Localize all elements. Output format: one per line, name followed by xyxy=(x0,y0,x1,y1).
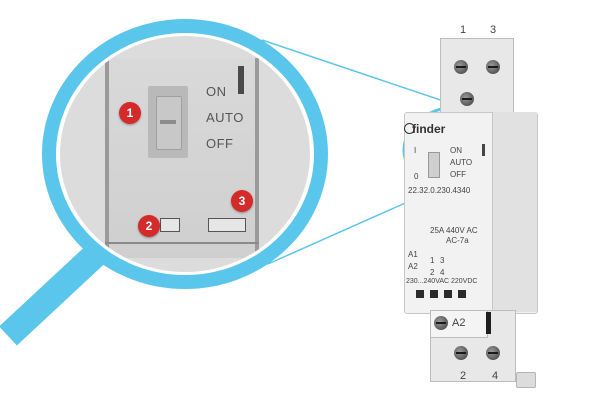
inset-frame-left xyxy=(105,58,109,258)
supply-rating: 230...240VAC 220VDC xyxy=(406,278,478,285)
inset-terminal-small xyxy=(160,218,180,232)
magnifier-lens-ring xyxy=(42,19,328,289)
a2-terminal-label: A2 xyxy=(452,317,466,329)
terminal-icon xyxy=(416,290,424,298)
terminal-label-3: 3 xyxy=(490,24,497,36)
finder-logo-icon xyxy=(404,123,415,134)
contact-label-3: 3 xyxy=(440,256,445,265)
inset-frame-right xyxy=(255,58,259,258)
inset-terminal-wide xyxy=(208,218,246,232)
din-rail-clip xyxy=(516,372,536,388)
callout-badge-3: 3 xyxy=(231,190,253,212)
screw-icon xyxy=(454,60,468,74)
mode-label-on: ON xyxy=(206,84,227,99)
model-number: 22.32.0.230.4340 xyxy=(408,186,471,195)
terminal-icon xyxy=(430,290,438,298)
contact-label-2: 2 xyxy=(430,268,435,277)
callout-badge-2: 2 xyxy=(138,215,160,237)
callout-badge-1: 1 xyxy=(119,102,141,124)
coil-label-a1: A1 xyxy=(408,250,418,259)
screw-icon xyxy=(454,346,468,360)
rating-voltage: 25A 440V AC xyxy=(430,226,478,235)
mode-label-auto: AUTO xyxy=(206,110,244,125)
device-status-led xyxy=(482,144,485,156)
coil-label-a2: A2 xyxy=(408,262,418,271)
terminal-label-2: 2 xyxy=(460,370,467,382)
terminal-icon xyxy=(444,290,452,298)
magnifier-handle xyxy=(0,244,105,346)
contact-label-4: 4 xyxy=(440,268,445,277)
device-side-panel xyxy=(492,112,537,312)
a2-terminal-marker xyxy=(486,312,491,334)
selector-mark-on: I xyxy=(414,146,417,155)
brand-name: finder xyxy=(412,122,446,136)
mode-label-off: OFF xyxy=(206,136,234,151)
contact-label-1: 1 xyxy=(430,256,435,265)
screw-icon xyxy=(460,92,474,106)
magnified-inset: ON AUTO OFF xyxy=(60,36,310,272)
screw-icon xyxy=(434,316,448,330)
connector-line-bottom xyxy=(267,191,431,265)
device-mode-on: ON xyxy=(450,146,462,155)
device-mode-off: OFF xyxy=(450,170,466,179)
status-led xyxy=(238,66,244,94)
selector-mark-off: 0 xyxy=(414,172,419,181)
terminal-label-4: 4 xyxy=(492,370,499,382)
terminal-icon xyxy=(458,290,466,298)
device-mode-switch xyxy=(428,152,440,178)
mode-selector-indicator xyxy=(160,120,176,124)
contactor-device: 1 3 finder I 0 ON AUTO OFF 22.32.0.230.4… xyxy=(400,20,550,392)
screw-icon xyxy=(486,60,500,74)
device-mode-auto: AUTO xyxy=(450,158,473,167)
inset-bottom-edge xyxy=(105,242,259,244)
screw-icon xyxy=(486,346,500,360)
terminal-label-1: 1 xyxy=(460,24,467,36)
rating-category: AC-7a xyxy=(446,236,469,245)
